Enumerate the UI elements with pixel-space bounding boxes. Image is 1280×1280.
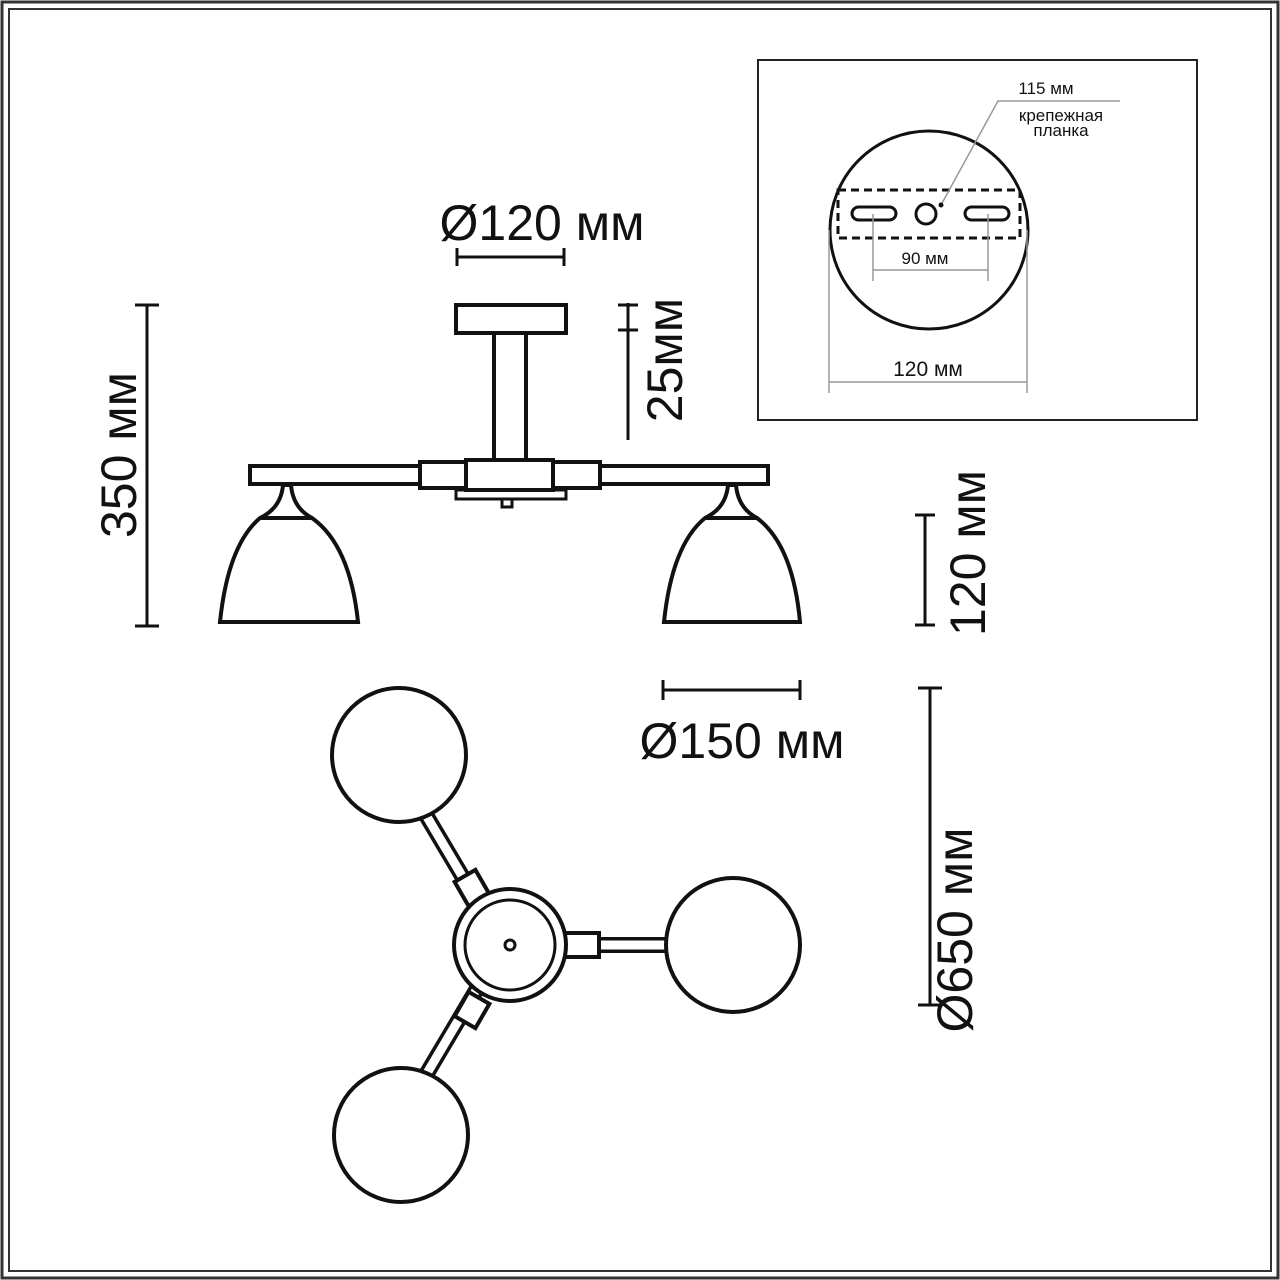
dim-height: 350 мм xyxy=(91,303,159,628)
globe-right xyxy=(664,876,802,1014)
globe-bottom-left xyxy=(332,1066,470,1204)
svg-text:120 мм: 120 мм xyxy=(893,358,963,381)
svg-text:115 мм: 115 мм xyxy=(1018,79,1073,98)
dim-overall-diameter: Ø650 мм xyxy=(918,686,983,1033)
slot-left xyxy=(850,205,898,222)
dim-canopy-height: 25мм xyxy=(618,298,693,440)
center-hole xyxy=(914,202,938,226)
side-view xyxy=(217,303,803,624)
mount-inset: 115 мм крепежная планка 90 мм 120 мм xyxy=(757,59,1198,421)
dim-shade-diameter: Ø150 мм xyxy=(640,680,845,769)
dim-shade-height: 120 мм xyxy=(915,470,996,636)
svg-text:Ø150 мм: Ø150 мм xyxy=(640,713,845,769)
canopy-circle xyxy=(828,129,1030,331)
globe-top-left xyxy=(330,686,468,824)
hub-center xyxy=(503,938,517,952)
svg-text:Ø120 мм: Ø120 мм xyxy=(440,195,645,251)
svg-text:крепежная: крепежная xyxy=(1019,106,1103,125)
dim-canopy-diameter: Ø120 мм xyxy=(440,195,645,266)
bottom-knob xyxy=(500,497,514,509)
svg-text:Ø650 мм: Ø650 мм xyxy=(927,828,983,1033)
svg-text:350 мм: 350 мм xyxy=(91,372,147,538)
shade-left xyxy=(217,483,361,624)
mounting-plate xyxy=(836,188,1022,240)
svg-text:120 мм: 120 мм xyxy=(940,470,996,636)
arm-connector xyxy=(561,931,601,959)
inner-frame xyxy=(8,8,1272,1272)
ceiling-canopy xyxy=(454,303,568,335)
svg-text:90 мм: 90 мм xyxy=(901,249,948,268)
leader-line xyxy=(940,100,1120,206)
svg-text:планка: планка xyxy=(1033,121,1089,140)
slot-right xyxy=(963,205,1011,222)
top-view xyxy=(330,686,802,1204)
arm-connector xyxy=(451,989,493,1031)
hub-inner xyxy=(463,898,557,992)
svg-text:25мм: 25мм xyxy=(637,298,693,422)
hub-outer xyxy=(452,887,568,1003)
center-block xyxy=(464,458,555,492)
shade-right xyxy=(661,483,803,624)
stem xyxy=(492,331,528,462)
